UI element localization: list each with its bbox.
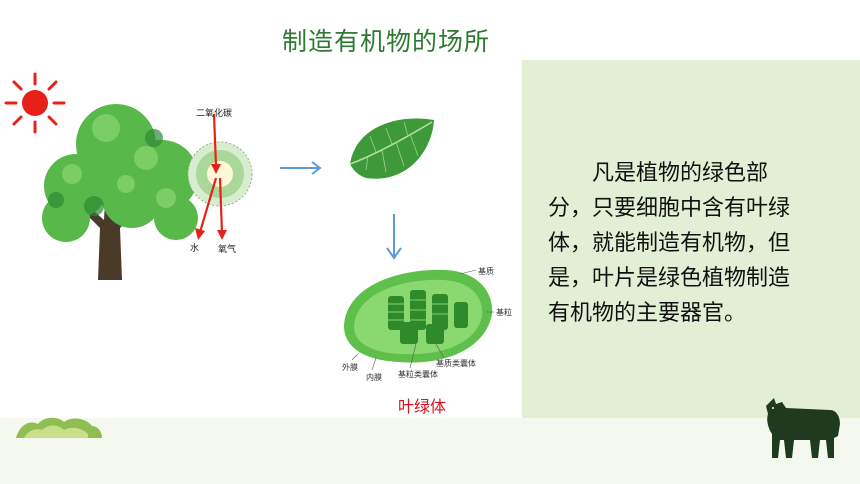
granum-label: 基粒 [496,308,512,317]
bottom-strip [0,418,860,484]
arrow-right-icon [280,161,322,175]
page-title: 制造有机物的场所 [282,27,491,56]
grana-thylakoid-label: 基粒类囊体 [398,370,438,379]
sun-icon [4,72,66,134]
tree-illustration [42,104,198,280]
cow-icon [766,398,840,458]
leaf-illustration [349,118,434,179]
co2-label: 二氧化碳 [196,109,233,119]
outer-membrane-label: 外膜 [342,363,358,372]
grass-decoration [16,417,102,438]
stroma-label: 基质 [478,267,494,276]
title-band [0,0,860,60]
arrow-down-icon [386,214,402,260]
body-text: 凡是植物的绿色部分，只要细胞中含有叶绿体，就能制造有机物，但是，叶片是绿色植物制… [548,161,791,326]
stroma-thylakoid-label: 基质类囊体 [436,359,476,368]
leaf-cross-section-diagram [187,113,253,240]
chloroplast-diagram [344,269,494,371]
text-panel [522,60,860,418]
oxygen-label: 氧气 [218,245,237,255]
water-label: 水 [190,244,200,254]
inner-membrane-label: 内膜 [366,373,382,382]
chloroplast-caption: 叶绿体 [398,397,447,416]
